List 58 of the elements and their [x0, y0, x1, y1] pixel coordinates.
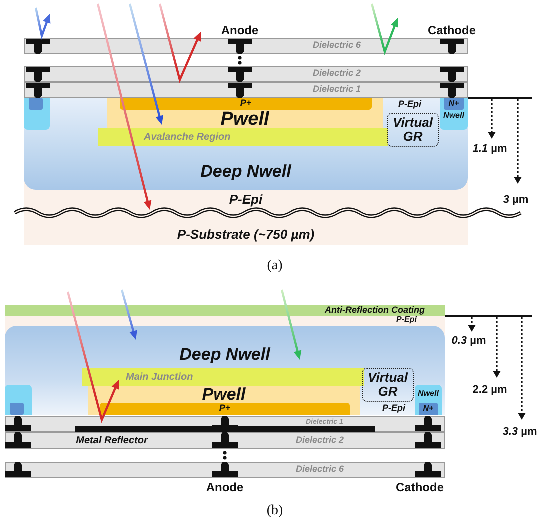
layer-label: Anti-Reflection Coating [325, 306, 425, 316]
region-label: P-Epi [382, 404, 406, 414]
deep-nwell-region [24, 98, 468, 190]
layer-label: Dielectric 2 [313, 69, 362, 79]
substrate-region [24, 98, 468, 245]
pwell-region [107, 98, 383, 128]
nwell-region [5, 385, 32, 415]
component-label: Metal Reflector [76, 436, 148, 446]
panel-label: (b) [266, 503, 284, 519]
region-label: P-Epi [396, 316, 417, 325]
region-label: Deep Nwell [180, 346, 270, 365]
region-label: Virtual GR [367, 370, 410, 400]
p-plus-region [100, 403, 350, 415]
dielectric-layer [5, 432, 445, 449]
region-label: P-Epi [229, 193, 263, 208]
main-junction-region [82, 368, 364, 386]
nwell-region [440, 98, 468, 130]
depth-label: 2.2 µm [472, 384, 508, 396]
region-label: Deep Nwell [200, 163, 292, 182]
terminal-label: Cathode [428, 24, 476, 38]
depth-label: 3 µm [503, 194, 529, 206]
layer-label: Dielectric 6 [296, 465, 344, 475]
region-label: P+ [240, 99, 252, 109]
n-plus-region [419, 403, 438, 415]
layer-label: Dielectric 2 [296, 436, 344, 446]
nwell-region [415, 385, 442, 415]
region-label: P+ [219, 404, 231, 414]
region-label: Main Junction [126, 372, 194, 382]
p-plus-region [120, 98, 372, 110]
region-label: Avalanche Region [144, 132, 231, 142]
region-label: Nwell [444, 112, 464, 121]
panel-label: (a) [267, 258, 283, 274]
terminal-label: Cathode [396, 481, 444, 495]
nwell-region [24, 98, 50, 130]
region-label: N+ [448, 100, 460, 108]
region-label: Pwell [202, 386, 246, 404]
depth-label: 0.3 µm [452, 334, 486, 348]
region-label: N+ [423, 404, 434, 414]
avalanche-region [98, 128, 388, 146]
dielectric-layer [5, 462, 445, 478]
terminal-label: Anode [206, 481, 244, 495]
virtual-guard-ring [362, 368, 414, 402]
layer-label: Dielectric 1 [313, 85, 362, 95]
region-label: Pwell [220, 110, 270, 131]
n-plus-region [444, 98, 464, 110]
virtual-guard-ring [387, 113, 439, 147]
layer-label: Dielectric 6 [313, 41, 362, 51]
depth-label: 1.1 µm [472, 142, 508, 156]
region-label: P-Substrate (~750 µm) [177, 228, 315, 243]
anti-reflection-coating [5, 305, 445, 316]
dielectric-layer [24, 66, 468, 82]
region-label: Nwell [418, 390, 439, 399]
region-label: P-Epi [398, 100, 422, 110]
depth-label: 3.3 µm [502, 426, 538, 438]
terminal-label: Anode [221, 24, 259, 38]
dielectric-layer [24, 82, 468, 98]
pwell-region [88, 386, 360, 415]
region-label: Virtual GR [392, 116, 434, 144]
